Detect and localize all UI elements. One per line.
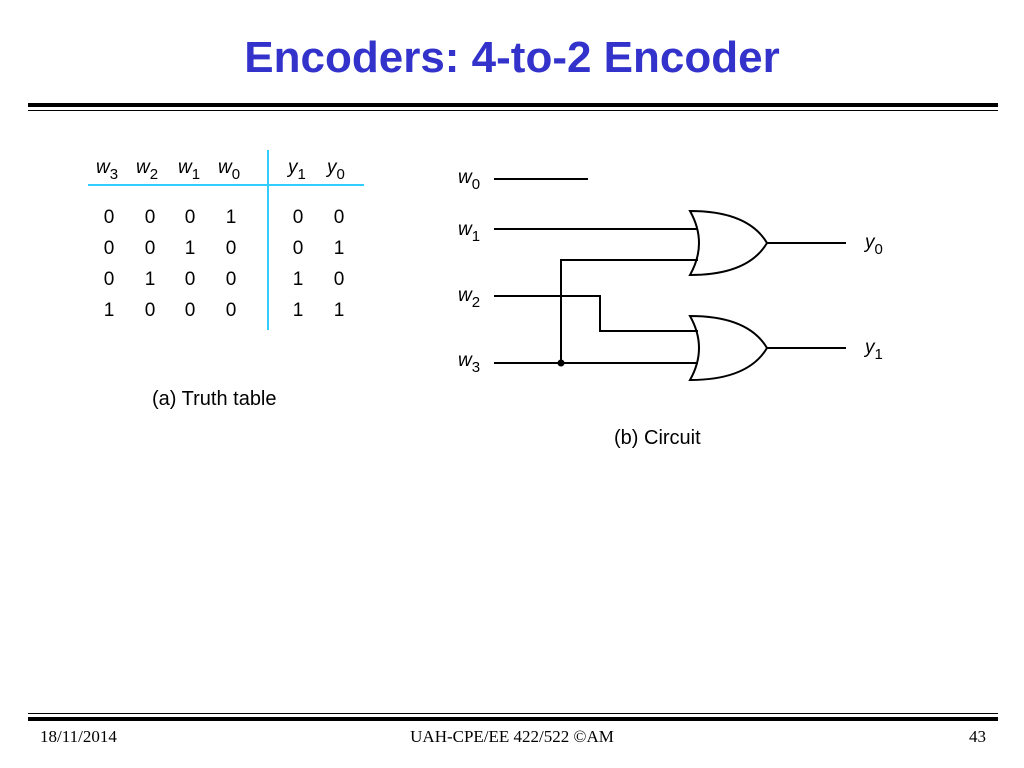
wire-w3-branch: [560, 259, 698, 363]
cell-r0-y0: 0: [334, 207, 345, 228]
input-label-w1: w1: [458, 219, 480, 245]
cell-r1-w1: 1: [185, 238, 196, 259]
circuit-caption: (b) Circuit: [614, 427, 701, 449]
header-w1: w1: [178, 157, 200, 183]
cell-r3-w1: 0: [185, 300, 196, 321]
title-divider-thick: [28, 103, 998, 107]
cell-r1-y1: 0: [293, 238, 304, 259]
input-label-w3: w3: [458, 350, 480, 376]
cell-r1-w2: 0: [145, 238, 156, 259]
footer-divider-thick: [28, 717, 998, 721]
header-y1: y1: [286, 157, 306, 183]
title-divider-thin: [28, 110, 998, 111]
truth-table: w3 w2 w1 w0 y1 y0 0 0 0 1 0 0 0 0 1 0 0 …: [88, 150, 364, 330]
cell-r0-w1: 0: [185, 207, 196, 228]
or-gate-y1: [688, 314, 769, 382]
cell-r3-y1: 1: [293, 300, 304, 321]
junction-dot: [557, 359, 565, 367]
header-y0: y0: [325, 157, 345, 183]
cell-r2-y1: 1: [293, 269, 304, 290]
wire-w2: [494, 295, 698, 332]
header-w3: w3: [96, 157, 118, 183]
cell-r2-w2: 1: [145, 269, 156, 290]
output-label-y0: y0: [863, 232, 883, 258]
cell-r2-w1: 0: [185, 269, 196, 290]
cell-r3-y0: 1: [334, 300, 345, 321]
cell-r0-w2: 0: [145, 207, 156, 228]
input-label-w0: w0: [458, 167, 480, 193]
footer-date: 18/11/2014: [40, 727, 117, 746]
input-label-w2: w2: [458, 285, 480, 311]
cell-r0-w0: 1: [226, 207, 237, 228]
encoder-circuit: w0 w1 w2 w3 y0 y1: [458, 167, 883, 382]
cell-r3-w3: 1: [104, 300, 115, 321]
footer-course: UAH-CPE/EE 422/522 ©AM: [410, 727, 614, 746]
cell-r3-w2: 0: [145, 300, 156, 321]
slide-title: Encoders: 4-to-2 Encoder: [244, 33, 780, 82]
footer-page-number: 43: [969, 727, 986, 746]
cell-r2-w3: 0: [104, 269, 115, 290]
truth-table-caption: (a) Truth table: [152, 388, 277, 410]
cell-r1-y0: 1: [334, 238, 345, 259]
cell-r2-y0: 0: [334, 269, 345, 290]
cell-r2-w0: 0: [226, 269, 237, 290]
header-w0: w0: [218, 157, 240, 183]
cell-r0-w3: 0: [104, 207, 115, 228]
cell-r3-w0: 0: [226, 300, 237, 321]
header-w2: w2: [136, 157, 158, 183]
or-gate-y0: [688, 209, 769, 277]
footer-divider-thin: [28, 713, 998, 714]
cell-r0-y1: 0: [293, 207, 304, 228]
cell-r1-w0: 0: [226, 238, 237, 259]
output-label-y1: y1: [863, 337, 883, 363]
cell-r1-w3: 0: [104, 238, 115, 259]
